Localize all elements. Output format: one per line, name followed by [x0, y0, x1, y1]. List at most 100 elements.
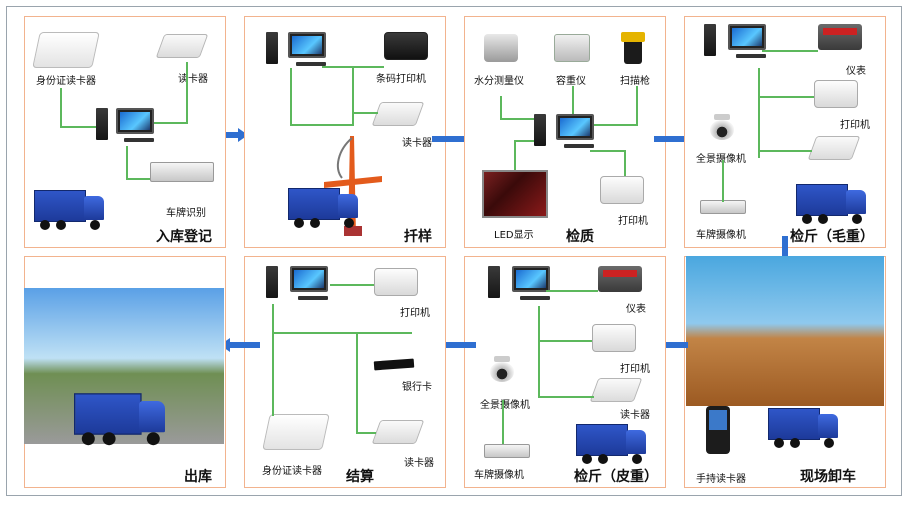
unloading-site-photo — [686, 256, 884, 406]
label-plate-recognition: 车牌识别 — [166, 208, 206, 219]
card-reader-device — [807, 136, 861, 160]
label-printer: 打印机 — [618, 216, 648, 227]
plate-camera-device — [700, 200, 746, 214]
diagram-frame — [6, 6, 902, 496]
stage-title-settlement: 结算 — [346, 469, 374, 485]
connector — [186, 62, 188, 122]
computer-tower — [704, 24, 716, 56]
stage-title-sampling: 扦样 — [404, 229, 432, 245]
weighing-meter-device — [818, 24, 862, 50]
label-card-reader: 读卡器 — [402, 138, 432, 149]
barcode-scanner-device — [621, 32, 645, 64]
id-card-reader-device — [262, 414, 330, 450]
stage-title-on-site-unloading: 现场卸车 — [800, 469, 856, 485]
label-plate-camera: 车牌摄像机 — [474, 470, 524, 481]
plate-recognition-camera — [150, 162, 214, 182]
keyboard — [296, 62, 326, 66]
label-printer: 打印机 — [620, 364, 650, 375]
computer-tower — [96, 108, 108, 140]
label-handheld-reader: 手持读卡器 — [696, 474, 746, 485]
label-scanner: 扫描枪 — [620, 76, 650, 87]
computer-monitor — [512, 266, 550, 292]
connector — [594, 124, 638, 126]
truck-icon — [796, 180, 868, 224]
connector — [758, 96, 814, 98]
computer-monitor — [290, 266, 328, 292]
label-barcode-printer: 条码打印机 — [376, 74, 426, 85]
connector — [60, 88, 62, 126]
connector — [636, 86, 638, 124]
computer-monitor — [288, 32, 326, 58]
truck-icon — [768, 404, 840, 448]
computer-tower — [266, 32, 278, 64]
moisture-meter-device — [484, 34, 518, 62]
card-reader-device — [371, 102, 425, 126]
label-moisture-meter: 水分测量仪 — [474, 76, 524, 87]
led-display-board — [482, 170, 548, 218]
flow-arrow-6-7 — [434, 338, 476, 352]
connector — [126, 178, 150, 180]
label-density-meter: 容重仪 — [556, 76, 586, 87]
connector — [352, 66, 354, 126]
flow-arrow-7-8 — [220, 338, 260, 352]
keyboard — [520, 296, 550, 300]
connector — [538, 340, 592, 342]
label-panorama-camera: 全景摄像机 — [696, 154, 746, 165]
label-meter: 仪表 — [626, 304, 646, 315]
truck-icon — [288, 184, 360, 228]
connector — [538, 396, 594, 398]
computer-monitor — [116, 108, 154, 134]
connector — [762, 50, 818, 52]
label-card-reader: 读卡器 — [404, 458, 434, 469]
flow-arrow-2-3 — [432, 132, 482, 146]
stage-title-weigh-gross: 检斤（毛重） — [790, 229, 874, 245]
panorama-camera-device — [488, 356, 516, 382]
connector — [322, 66, 384, 68]
connector — [624, 150, 626, 176]
card-reader-device — [371, 420, 425, 444]
keyboard — [564, 144, 594, 148]
label-meter: 仪表 — [846, 66, 866, 77]
connector — [330, 284, 374, 286]
keyboard — [736, 54, 766, 58]
label-led-display: LED显示 — [494, 230, 534, 241]
connector — [514, 140, 516, 170]
connector — [356, 432, 376, 434]
id-card-reader-device — [32, 32, 100, 68]
stage-title-quality-inspection: 检质 — [566, 229, 594, 245]
weighing-meter-device — [598, 266, 642, 292]
connector — [500, 118, 534, 120]
handheld-card-reader-device — [706, 406, 730, 454]
printer-device — [592, 324, 636, 352]
label-panorama-camera: 全景摄像机 — [480, 400, 530, 411]
computer-monitor — [556, 114, 594, 140]
card-reader-device — [589, 378, 643, 402]
flow-arrow-3-4 — [654, 132, 702, 146]
stage-title-outbound: 出库 — [184, 469, 212, 485]
flow-arrow-1-2 — [226, 128, 248, 142]
connector — [538, 306, 540, 398]
barcode-printer-device — [384, 32, 428, 60]
keyboard — [124, 138, 154, 142]
truck-icon — [576, 420, 648, 464]
printer-device — [814, 80, 858, 108]
connector — [126, 146, 128, 178]
keyboard — [298, 296, 328, 300]
connector — [500, 96, 502, 118]
connector — [272, 304, 274, 416]
plate-camera-device — [484, 444, 530, 458]
computer-tower — [266, 266, 278, 298]
panorama-camera-device — [708, 114, 736, 140]
computer-tower — [488, 266, 500, 298]
connector — [722, 160, 724, 202]
label-card-reader: 读卡器 — [178, 74, 208, 85]
label-card-reader: 读卡器 — [620, 410, 650, 421]
connector — [272, 332, 412, 334]
connector — [502, 400, 504, 444]
printer-device — [374, 268, 418, 296]
label-id-card-reader: 身份证读卡器 — [36, 76, 96, 87]
connector — [290, 68, 292, 124]
connector — [590, 150, 626, 152]
label-id-card-reader: 身份证读卡器 — [262, 466, 322, 477]
density-meter-device — [554, 34, 590, 62]
